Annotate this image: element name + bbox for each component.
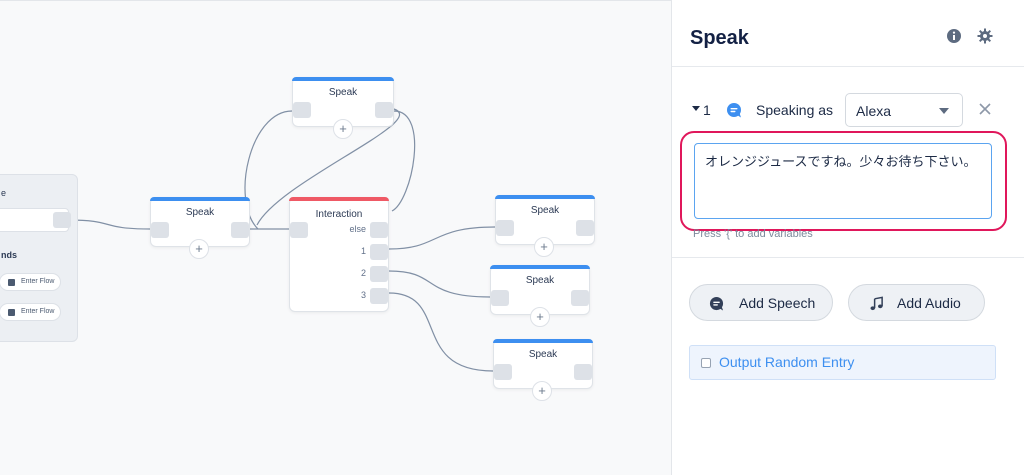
node-title: Speak (525, 275, 555, 286)
output-random-entry-option[interactable]: Output Random Entry (689, 345, 996, 380)
node-out-port[interactable] (231, 222, 249, 238)
commands-label: nds (1, 250, 18, 260)
speech-entry-header: 1 Speaking as Alexa (692, 93, 1022, 127)
wire-else-loop (256, 108, 400, 226)
random-entry-checkbox[interactable] (701, 358, 711, 368)
panel-title: Speak (690, 27, 749, 49)
node-in-port[interactable] (151, 222, 169, 238)
add-step-button[interactable]: + (530, 307, 550, 327)
port-3[interactable] (370, 288, 388, 304)
divider (672, 66, 1024, 67)
node-out-port[interactable] (576, 220, 594, 236)
add-step-button[interactable]: + (189, 239, 209, 259)
wire-2-to-r2 (388, 270, 491, 298)
voice-select-value: Alexa (856, 103, 892, 119)
collapse-caret-icon[interactable] (692, 106, 700, 111)
node-title: Interaction (315, 209, 363, 220)
enter-flow-button[interactable]: Enter Flow (0, 303, 61, 321)
port-else[interactable] (370, 222, 388, 238)
properties-panel: Speak 1 Speaking as Alex (671, 0, 1024, 475)
node-title: Speak (530, 205, 560, 216)
port-label-3: 3 (360, 290, 366, 300)
flow-canvas[interactable]: e nds Enter Flow Enter Flow Speak + Spea… (0, 0, 671, 475)
port-2[interactable] (370, 266, 388, 282)
add-step-button[interactable]: + (532, 381, 552, 401)
node-in-port[interactable] (496, 220, 514, 236)
flow-group-label: e (1, 188, 7, 198)
add-speech-label: Add Speech (739, 295, 816, 311)
port-1[interactable] (370, 244, 388, 260)
entry-index: 1 (703, 102, 711, 118)
wire-interaction-to-top (244, 110, 293, 230)
wire-flow-to-speak (68, 219, 151, 230)
add-step-button[interactable]: + (534, 237, 554, 257)
node-in-port[interactable] (494, 364, 512, 380)
voice-select[interactable]: Alexa (845, 93, 963, 127)
gear-icon[interactable] (977, 28, 993, 44)
highlight-annotation (680, 131, 1007, 231)
random-entry-label: Output Random Entry (719, 354, 855, 370)
node-out-port[interactable] (571, 290, 589, 306)
chat-bubble-icon (709, 296, 724, 311)
dropdown-arrow-icon (939, 108, 949, 114)
close-icon[interactable] (977, 101, 993, 117)
node-in-port[interactable] (290, 222, 308, 238)
node-in-port[interactable] (293, 102, 311, 118)
add-audio-label: Add Audio (897, 295, 961, 311)
node-title: Speak (328, 87, 358, 98)
port-label-2: 2 (360, 268, 366, 278)
port-label-else: else (349, 224, 366, 234)
add-audio-button[interactable]: Add Audio (848, 284, 985, 321)
node-title: Speak (185, 207, 215, 218)
flow-group-block[interactable]: e nds Enter Flow Enter Flow (0, 174, 78, 342)
node-out-port[interactable] (375, 102, 393, 118)
flow-icon (8, 279, 15, 286)
music-note-icon (870, 296, 883, 311)
node-title: Speak (528, 349, 558, 360)
info-icon[interactable] (946, 28, 962, 44)
chat-bubble-icon (727, 103, 741, 118)
divider (672, 257, 1024, 258)
flow-icon (8, 309, 15, 316)
speak-node[interactable]: Speak (493, 339, 593, 389)
node-out-port[interactable] (574, 364, 592, 380)
wire-1-to-r1 (388, 226, 496, 250)
speech-text-input[interactable]: オレンジジュースですね。少々お待ち下さい。 (694, 143, 992, 219)
add-step-button[interactable]: + (333, 119, 353, 139)
wire-top-to-interaction (391, 110, 416, 212)
add-speech-button[interactable]: Add Speech (689, 284, 833, 321)
wire-3-to-r3 (388, 292, 494, 372)
flow-group-out-port[interactable] (53, 212, 71, 228)
speak-node[interactable]: Speak (495, 195, 595, 245)
node-in-port[interactable] (491, 290, 509, 306)
variables-hint: Press '{' to add variables (693, 228, 813, 240)
enter-flow-button[interactable]: Enter Flow (0, 273, 61, 291)
port-label-1: 1 (360, 246, 366, 256)
speaking-as-label: Speaking as (756, 102, 834, 118)
interaction-node[interactable]: Interaction else 1 2 3 (289, 197, 389, 312)
